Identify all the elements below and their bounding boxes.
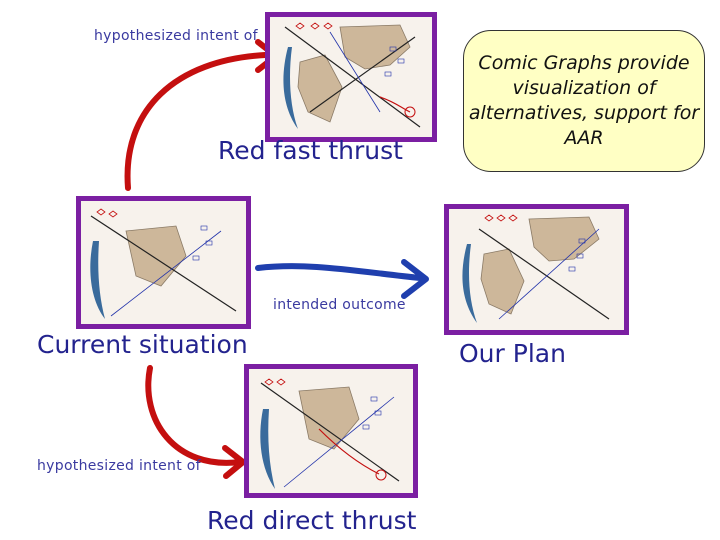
terrain-map <box>449 209 624 330</box>
terrain-map <box>81 201 246 324</box>
intended-outcome-label: intended outcome <box>273 297 406 313</box>
map-current-situation <box>76 196 251 329</box>
comic-graphs-note-text: Comic Graphs provide visualization of al… <box>468 52 700 149</box>
red-direct-thrust-title: Red direct thrust <box>207 506 417 535</box>
map-our-plan <box>444 204 629 335</box>
terrain-map <box>270 17 432 137</box>
terrain-map <box>249 369 413 493</box>
red-arrow-to-direct-thrust <box>145 365 243 466</box>
red-arrowhead-direct-thrust <box>222 445 246 479</box>
hypothesized-intent-bottom-label: hypothesized intent of <box>37 458 201 474</box>
map-red-direct-thrust <box>244 364 418 498</box>
comic-graphs-note: Comic Graphs provide visualization of al… <box>463 30 705 172</box>
our-plan-title: Our Plan <box>459 339 566 368</box>
hypothesized-intent-top-label: hypothesized intent of <box>94 28 258 44</box>
map-red-fast-thrust <box>265 12 437 142</box>
red-arrow-to-fast-thrust <box>124 52 268 191</box>
current-situation-title: Current situation <box>37 330 248 359</box>
blue-arrowhead-plan <box>401 259 429 299</box>
blue-arrow-to-plan <box>255 263 423 281</box>
red-fast-thrust-title: Red fast thrust <box>218 136 403 165</box>
